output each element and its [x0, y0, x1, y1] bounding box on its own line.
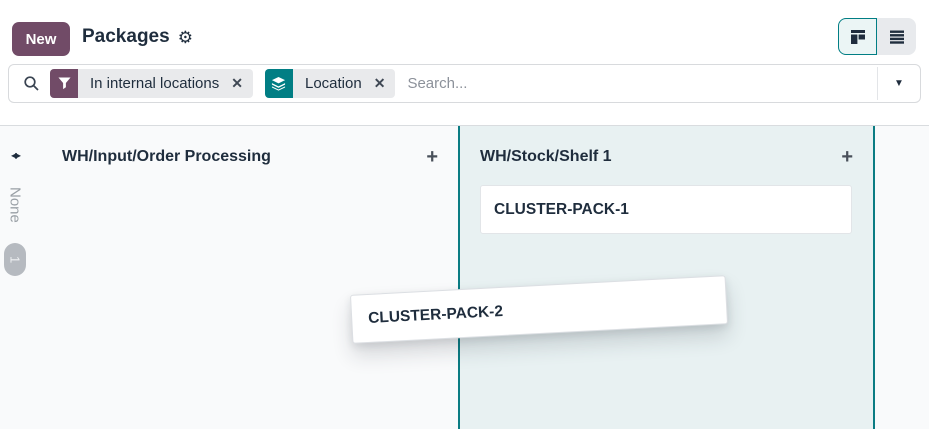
column-header: WH/Input/Order Processing +	[30, 147, 458, 167]
gear-icon[interactable]: ⚙	[177, 27, 193, 47]
unfold-arrows-icon[interactable]: ◂▸	[10, 148, 21, 162]
search-bar: In internal locations ✕ Location ✕ ▼	[8, 64, 921, 103]
kanban-card-cluster-pack-1[interactable]: CLUSTER-PACK-1	[480, 185, 852, 234]
breadcrumb: Packages ⚙	[82, 26, 193, 48]
filter-facet-internal-locations[interactable]: In internal locations ✕	[50, 69, 253, 98]
page-title: Packages	[82, 26, 170, 47]
folded-column-label: None	[6, 187, 24, 223]
list-view-button[interactable]	[877, 18, 916, 55]
chevron-down-icon[interactable]: ▼	[894, 78, 904, 89]
search-divider	[877, 67, 878, 100]
board-spacer	[875, 126, 929, 429]
facet-label: Location	[304, 75, 362, 92]
groupby-facet-location[interactable]: Location ✕	[264, 69, 396, 98]
column-title: WH/Input/Order Processing	[62, 148, 271, 165]
new-button[interactable]: New	[12, 22, 70, 56]
add-record-icon[interactable]: +	[426, 146, 438, 168]
facet-label: In internal locations	[90, 75, 220, 92]
filter-icon	[50, 69, 78, 98]
kanban-board: ◂▸ None 1 WH/Input/Order Processing + WH…	[0, 125, 929, 429]
search-icon	[23, 75, 40, 92]
close-icon[interactable]: ✕	[373, 75, 386, 91]
kanban-column-order-processing: WH/Input/Order Processing +	[30, 126, 458, 429]
column-title: WH/Stock/Shelf 1	[480, 148, 612, 165]
top-bar: New Packages ⚙	[0, 0, 929, 60]
add-record-icon[interactable]: +	[841, 146, 853, 168]
layers-icon	[264, 69, 293, 98]
view-switcher	[838, 18, 916, 55]
kanban-view-button[interactable]	[838, 18, 877, 55]
close-icon[interactable]: ✕	[231, 75, 243, 91]
folded-column-none[interactable]: ◂▸ None 1	[0, 126, 30, 429]
column-header: WH/Stock/Shelf 1 +	[460, 147, 873, 167]
list-view-icon	[889, 29, 905, 45]
folded-column-count-badge: 1	[4, 242, 26, 276]
search-input[interactable]	[407, 75, 877, 92]
kanban-view-icon	[850, 29, 866, 45]
